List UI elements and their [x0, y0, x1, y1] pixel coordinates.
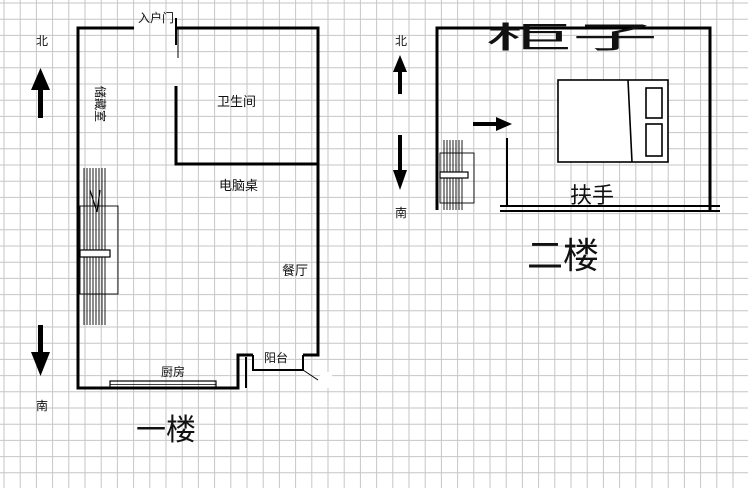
wardrobe-label: 柜子 [486, 21, 658, 56]
floor2-north-label: 北 [395, 34, 407, 48]
floor1-outer-wall-right [176, 26, 320, 357]
floor2-right-arrow-icon [473, 117, 512, 131]
kitchen-label: 厨房 [161, 364, 185, 379]
floor1-title: 一楼 [136, 413, 196, 448]
floor2-title: 二楼 [527, 236, 599, 277]
floor2-south-label: 南 [395, 205, 407, 220]
dining-label: 餐厅 [282, 263, 308, 279]
floor2-plan [435, 26, 720, 212]
balcony-label: 阳台 [264, 350, 288, 365]
floor2-north-arrow-icon [393, 55, 407, 94]
floor1-plan [76, 18, 320, 390]
floor1-staircase [79, 168, 119, 325]
floor2-staircase [439, 140, 475, 210]
storage-label: 储藏室 [93, 86, 108, 122]
floor1-south-label: 南 [36, 398, 48, 413]
floor1-north-arrow-icon [31, 68, 50, 118]
floor2-outer-wall [435, 26, 712, 210]
bathroom-wall [174, 86, 318, 166]
balcony-wall [252, 355, 304, 371]
computer-desk-label: 电脑桌 [219, 179, 258, 194]
entrance-label: 入户门 [138, 10, 174, 25]
balcony-edge [302, 369, 319, 381]
bed-icon [557, 79, 669, 163]
handrail-label: 扶手 [570, 184, 614, 209]
floor2-south-arrow-icon [393, 135, 407, 190]
bathroom-label: 卫生间 [217, 95, 256, 110]
floor1-north-label: 北 [36, 34, 48, 48]
floor1-south-arrow-icon [31, 325, 50, 376]
